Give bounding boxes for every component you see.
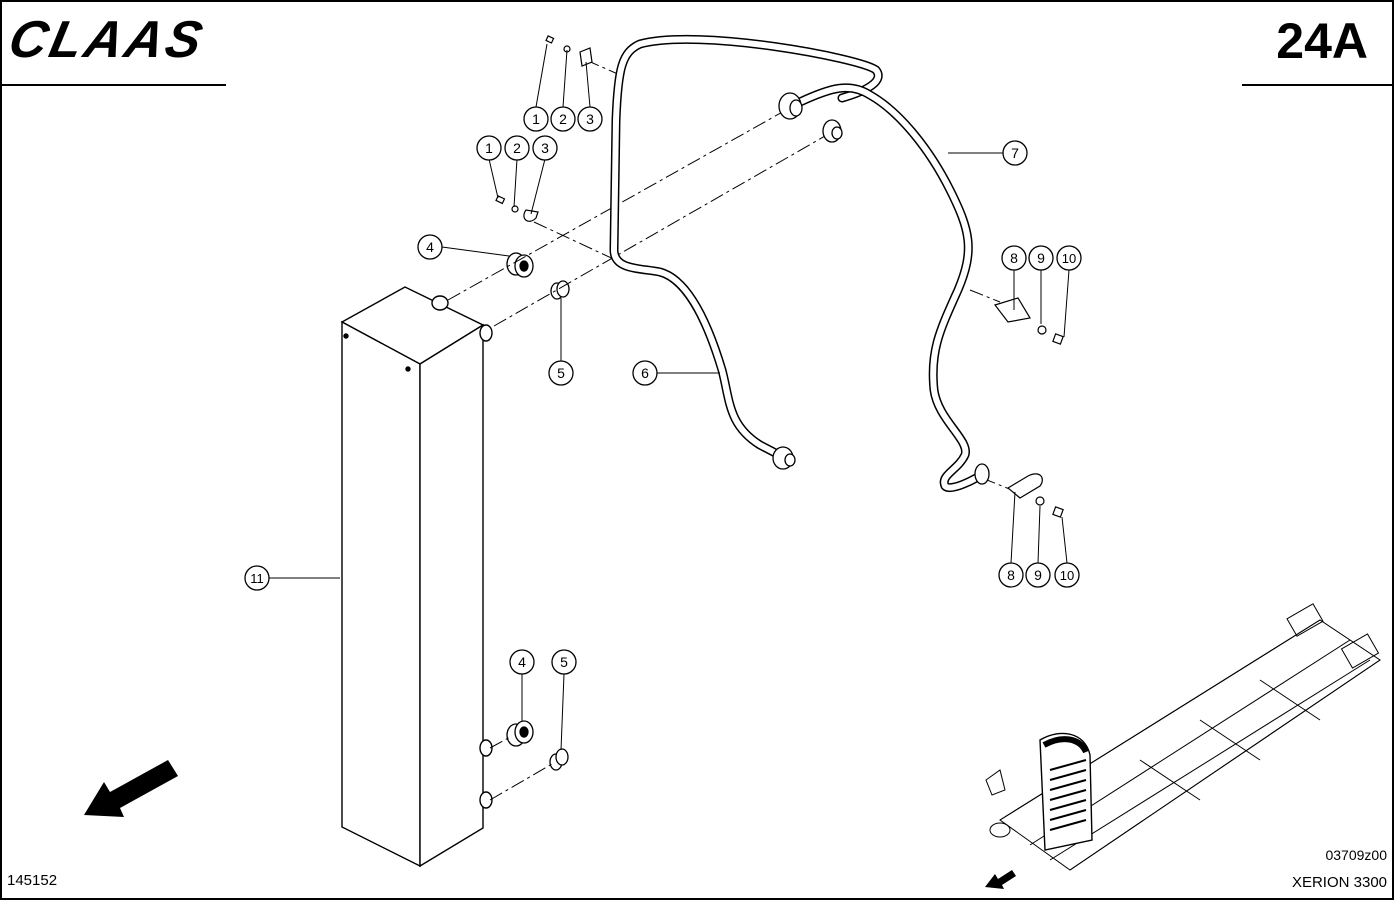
callout-2-second: 2 [513,140,521,156]
direction-arrow-icon [84,760,178,817]
callout-3-second: 3 [541,140,549,156]
page-code: 24A [1276,13,1368,69]
header-rule-right [1242,84,1394,86]
overview-direction-arrow-icon [985,870,1016,889]
fitting-4-lower [506,720,534,747]
callout-3-upper: 3 [586,111,594,127]
callout-2-upper: 2 [559,111,567,127]
callout-4-upper: 4 [426,239,434,255]
callout-9-upper: 9 [1037,250,1045,266]
callout-10-upper: 10 [1062,251,1076,266]
overview-thumbnail [985,603,1381,871]
callout-1-upper: 1 [532,111,540,127]
callout-8-upper: 8 [1010,250,1018,266]
callout-11: 11 [250,571,264,586]
callout-4-lower: 4 [518,654,526,670]
pipe-6 [609,34,883,463]
fitting-5-upper [550,280,570,300]
callout-6: 6 [641,365,649,381]
callout-9-lower: 9 [1034,567,1042,583]
pipe-nuts [772,92,990,485]
callout-10-lower: 10 [1060,568,1074,583]
callout-8-lower: 8 [1007,567,1015,583]
callout-7: 7 [1011,145,1019,161]
callout-circles [244,106,1082,675]
drawing-code: 03709z00 [1325,847,1387,863]
leader-lines [268,43,1070,751]
header-rule-left [0,84,226,86]
fitting-4-upper [506,252,534,278]
callout-1-second: 1 [485,140,493,156]
cooler-body [340,286,493,868]
callout-labels: 1 2 3 1 2 3 4 5 6 7 8 9 10 11 4 5 8 9 10 [250,111,1076,670]
assembly-lines [447,59,1013,801]
model-name: XERION 3300 [1291,874,1387,891]
clamps-and-screws [495,35,1064,518]
fitting-5-lower [549,748,569,771]
pipe-7 [795,83,990,492]
callout-5-upper: 5 [557,365,565,381]
callout-5-lower: 5 [560,654,568,670]
document-number: 145152 [7,872,58,889]
